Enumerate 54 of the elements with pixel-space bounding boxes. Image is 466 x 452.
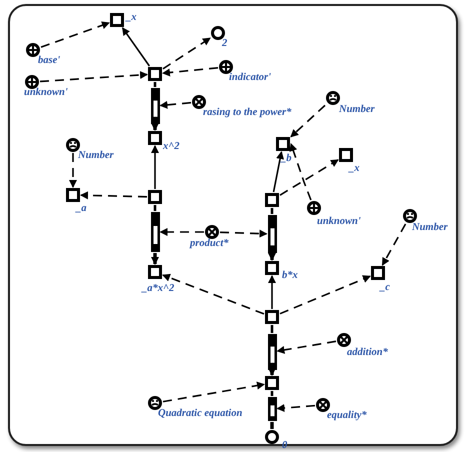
node-label: equality*	[327, 410, 367, 422]
arrow	[268, 368, 276, 376]
node-label: 2	[222, 38, 228, 50]
node-label: _b	[281, 153, 292, 165]
arrow	[151, 145, 159, 189]
arrow	[40, 70, 148, 82]
connector-line	[270, 208, 274, 214]
node-label: base'	[38, 55, 60, 67]
arrow	[290, 104, 326, 138]
connector-line	[270, 391, 274, 396]
arrow	[40, 21, 110, 48]
arrow	[80, 191, 148, 200]
arrow	[268, 275, 276, 309]
connector-line	[270, 325, 274, 333]
arrow	[280, 275, 371, 314]
node-label: addition*	[347, 347, 388, 359]
node-label: product*	[190, 238, 229, 250]
node-label: _c	[380, 282, 390, 294]
arrow	[276, 340, 336, 354]
arrow	[151, 253, 159, 265]
connector-line	[154, 205, 156, 211]
node-label: Number	[78, 150, 114, 162]
arrow	[276, 404, 316, 412]
node-label: indicator'	[229, 72, 272, 84]
arrow	[160, 100, 192, 109]
connector-line	[154, 82, 156, 87]
arrow	[382, 224, 406, 266]
node-label: _a	[76, 203, 86, 215]
node-label: 0	[282, 440, 288, 452]
arrow	[162, 274, 264, 315]
arrow	[162, 38, 211, 70]
arrow	[289, 143, 312, 200]
arrow	[162, 67, 218, 76]
arrow	[122, 27, 150, 66]
node-label: _x	[126, 12, 136, 24]
arrow	[69, 153, 77, 188]
arrow	[220, 230, 268, 238]
node-label: _x	[349, 163, 360, 175]
node-label: _a*x^2	[142, 283, 174, 295]
node-label: Number	[339, 104, 375, 116]
connector-line	[270, 422, 274, 429]
arrow	[268, 253, 276, 261]
node-label: unknown'	[24, 87, 68, 99]
arrow	[272, 151, 284, 192]
node-label: Quadratic equation	[158, 408, 242, 420]
arrow	[151, 123, 159, 131]
node-label: Number	[412, 222, 448, 234]
arrow	[280, 159, 339, 196]
node-label: b*x	[282, 270, 298, 282]
arrow	[160, 228, 204, 236]
node-label: rasing to the power*	[203, 107, 292, 119]
arrow	[162, 382, 265, 402]
node-label: unknown'	[317, 216, 361, 228]
node-label: x^2	[163, 141, 180, 153]
